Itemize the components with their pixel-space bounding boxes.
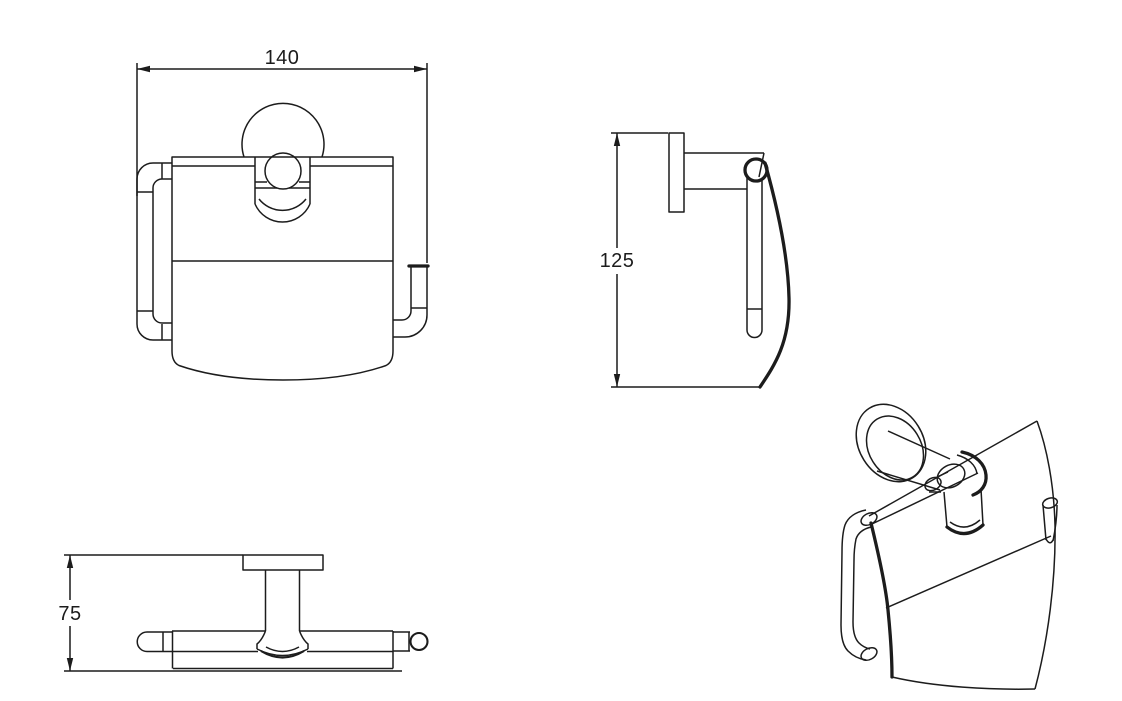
iso-bar-top-hook	[924, 476, 942, 492]
front-cover-outline	[171, 156, 394, 381]
width-dimension-label: 140	[265, 47, 300, 69]
iso-cover-left-edge	[869, 521, 894, 679]
iso-hook	[1041, 497, 1059, 544]
iso-pivot-cap	[936, 463, 966, 489]
iso-strap	[924, 450, 988, 536]
height-extension-lines	[611, 132, 760, 388]
iso-cover	[868, 420, 1056, 690]
plan-bar-end-right	[393, 631, 429, 652]
dim-arrow-icon	[613, 374, 621, 387]
height-dimension-label: 125	[600, 250, 635, 272]
depth-extension-lines	[64, 554, 402, 672]
front-width-dimension: 140	[136, 47, 428, 263]
plan-post	[264, 570, 301, 631]
front-pivot-circle	[264, 152, 302, 190]
plan-hook-circle	[409, 631, 429, 652]
side-support-arm	[684, 152, 765, 190]
iso-roll-bar	[840, 509, 878, 662]
side-cover-curve	[758, 161, 791, 389]
front-view: 140	[136, 47, 430, 381]
width-extension-lines	[136, 63, 428, 263]
plan-view: 75	[58, 554, 429, 672]
dim-arrow-icon	[414, 65, 427, 73]
side-view: 125	[600, 132, 791, 389]
dim-arrow-icon	[66, 555, 74, 568]
plan-strap	[256, 630, 309, 659]
dim-arrow-icon	[613, 133, 621, 146]
front-flange-arc	[241, 102, 325, 158]
dim-arrow-icon	[137, 65, 150, 73]
iso-cover-seam	[885, 535, 1052, 609]
plan-depth-dimension: 75	[58, 554, 402, 672]
plan-body	[171, 630, 394, 670]
isometric-view	[840, 403, 1059, 690]
front-roll-bar-hook	[393, 264, 430, 338]
depth-dimension-label: 75	[58, 603, 81, 625]
dim-arrow-icon	[66, 658, 74, 671]
front-pivot-bracket	[254, 157, 311, 223]
iso-flange	[855, 403, 927, 483]
plan-wall-plate	[242, 554, 324, 571]
side-wall-plate	[668, 132, 685, 213]
plan-bar-end-left	[136, 631, 172, 653]
side-hanging-bar	[746, 177, 763, 339]
iso-arm-cone	[876, 430, 966, 491]
front-roll-bar-left	[136, 162, 172, 341]
side-height-dimension: 125	[600, 132, 760, 388]
